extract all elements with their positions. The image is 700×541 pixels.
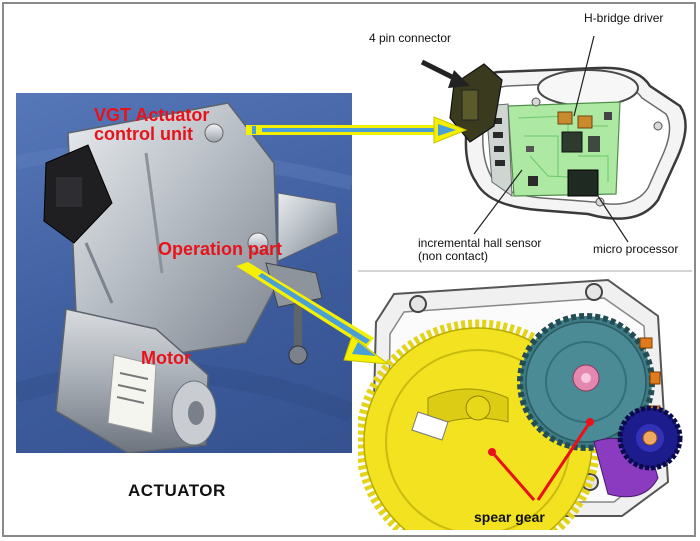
- control-unit-graphic: [420, 35, 687, 243]
- vgt-actuator-label: VGT Actuator control unit: [94, 106, 209, 144]
- vgt-actuator-label-line2: control unit: [94, 124, 193, 144]
- micro-processor-label: micro processor: [593, 242, 679, 256]
- control-unit-diagram: [358, 6, 692, 272]
- hall-sensor-label-line2: (non contact): [418, 249, 489, 263]
- spear-gear-pointers: [488, 418, 594, 501]
- actuator-title: ACTUATOR: [128, 481, 226, 500]
- h-bridge-driver-label: H-bridge driver: [584, 11, 664, 25]
- actuator-photo-graphic: [16, 102, 352, 453]
- gear-train-diagram: [358, 272, 692, 530]
- navy-pinion-gear: [593, 405, 683, 498]
- motor-label: Motor: [141, 348, 191, 368]
- actuator-photo: [16, 93, 352, 453]
- vgt-actuator-label-line1: VGT Actuator: [94, 105, 210, 125]
- four-pin-connector-label: 4 pin connector: [369, 31, 452, 45]
- hall-sensor-label-line1: incremental hall sensor: [418, 236, 542, 250]
- gear-train-graphic: [358, 278, 683, 530]
- operation-part-label: Operation part: [158, 239, 283, 259]
- hall-sensor-label: incremental hall sensor (non contact): [418, 237, 541, 263]
- spear-gear-label: spear gear: [474, 509, 545, 525]
